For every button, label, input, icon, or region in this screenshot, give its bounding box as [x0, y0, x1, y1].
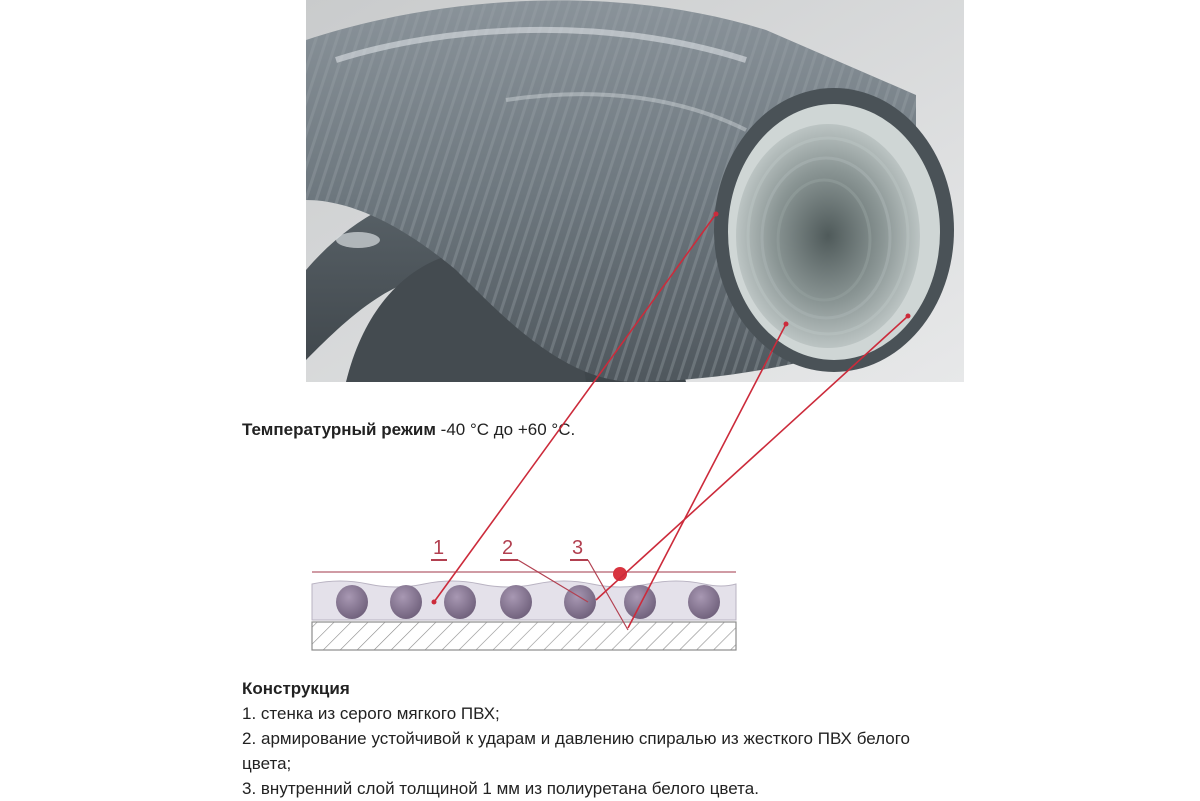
inner-layer: [311, 621, 737, 651]
svg-text:2: 2: [502, 537, 513, 559]
construction-item-3: 3. внутренний слой толщиной 1 мм из поли…: [242, 779, 759, 798]
temperature-label: Температурный режим: [242, 420, 436, 439]
svg-text:3: 3: [572, 537, 583, 559]
construction-section: Конструкция 1. стенка из серого мягкого …: [242, 676, 910, 801]
cross-section-diagram: 1 2 3: [311, 537, 737, 651]
hose-photo: [306, 0, 964, 382]
svg-text:1: 1: [433, 537, 444, 559]
construction-item-2: 2. армирование устойчивой к ударам и дав…: [242, 729, 910, 773]
construction-item-1: 1. стенка из серого мягкого ПВХ;: [242, 704, 500, 723]
construction-heading: Конструкция: [242, 679, 350, 698]
temperature-line: Температурный режим -40 °C до +60 °C.: [242, 420, 575, 440]
outer-wall-dot: [613, 567, 627, 581]
temperature-value: -40 °C до +60 °C.: [440, 420, 576, 439]
